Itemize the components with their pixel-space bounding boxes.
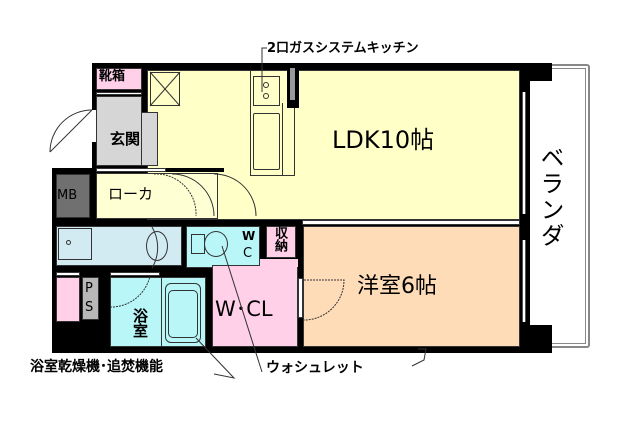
bath-room <box>110 277 206 347</box>
sink <box>253 113 280 170</box>
bath-features-annotation: 浴室乾燥機･追焚機能 <box>30 359 163 375</box>
corridor-label: ローカ <box>108 185 154 203</box>
balcony-inner-line <box>525 68 586 344</box>
entrance-label: 玄関 <box>110 130 141 148</box>
washbasin-counter <box>58 228 92 260</box>
ldk-label: LDK10帖 <box>332 126 435 154</box>
pink-storage <box>56 277 80 322</box>
storage <box>266 226 296 258</box>
bath-label: 浴室 <box>131 308 149 338</box>
shoe-box-label: 靴箱 <box>99 69 126 84</box>
western-room-door[interactable] <box>298 278 303 318</box>
burner-2 <box>263 93 269 99</box>
bathtub <box>165 283 201 343</box>
entrance-door-opening[interactable] <box>92 110 96 142</box>
room-western <box>303 226 520 347</box>
storage-label: 収納 <box>272 226 287 252</box>
kitchen-annotation: 2口ガスシステムキッチン <box>267 41 419 56</box>
room-entrance <box>96 96 142 166</box>
walk-in-closet <box>212 265 298 347</box>
stove <box>253 76 280 106</box>
washing-machine <box>146 231 168 261</box>
ps <box>82 277 99 320</box>
burner-1 <box>263 82 269 88</box>
balcony-window-upper <box>522 92 526 214</box>
wc-label-c: C <box>243 246 253 261</box>
ps-label-s: S <box>85 300 94 315</box>
balcony <box>525 64 590 348</box>
balcony-window-lower <box>522 240 526 322</box>
balcony-label: ベランダ <box>536 145 564 249</box>
toilet-bowl <box>204 231 228 257</box>
washlet-annotation: ウォシュレット <box>266 360 364 376</box>
walk-in-closet-label: W･CL <box>215 297 273 321</box>
shoe-box <box>96 68 142 90</box>
western-room-label: 洋室6帖 <box>357 274 437 299</box>
ps-label-p: P <box>85 281 93 296</box>
kitchen-side-panel <box>282 103 295 176</box>
wc-label-w: W <box>242 229 256 243</box>
